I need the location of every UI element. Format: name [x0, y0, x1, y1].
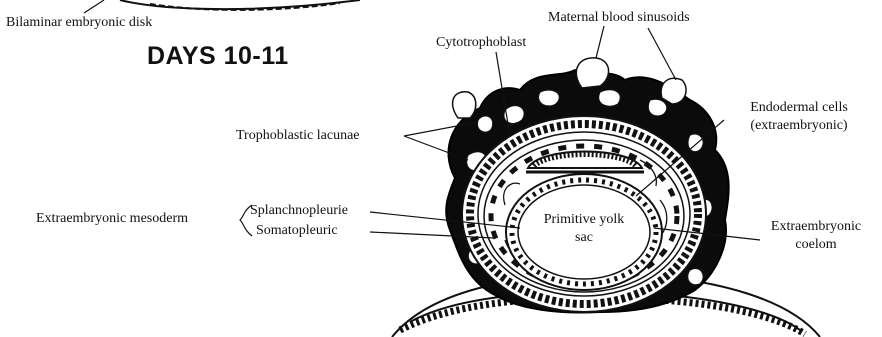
- page-title: DAYS 10-11: [147, 42, 289, 71]
- maternal-sinusoid: [453, 92, 476, 118]
- lacuna: [477, 116, 493, 132]
- label-somatopleuric: Somatopleuric: [256, 223, 338, 239]
- leader-bilaminar: [84, 0, 104, 13]
- label-trophoblastic-lacunae: Trophoblastic lacunae: [236, 128, 360, 144]
- label-primitive-yolk: Primitive yolk: [506, 212, 662, 228]
- label-endodermal-cells: Endodermal cells: [724, 100, 874, 116]
- label-maternal-blood-sinusoids: Maternal blood sinusoids: [548, 10, 690, 26]
- lacuna: [538, 90, 559, 106]
- label-yolk-sac: sac: [506, 230, 662, 246]
- label-bilaminar-embryonic-disk: Bilaminar embryonic disk: [6, 15, 152, 31]
- label-endodermal-extraembryonic: (extraembryonic): [724, 118, 874, 134]
- label-splanchnopleurie: Splanchnopleurie: [250, 203, 348, 219]
- maternal-sinusoid: [661, 78, 686, 104]
- label-extraembryonic-mesoderm: Extraembryonic mesoderm: [36, 211, 188, 227]
- lacuna: [688, 268, 704, 285]
- label-extraembryonic-coelom-1: Extraembryonic: [756, 219, 876, 235]
- label-cytotrophoblast: Cytotrophoblast: [436, 35, 526, 51]
- label-extraembryonic-coelom-2: coelom: [756, 237, 876, 253]
- maternal-sinusoid: [576, 58, 608, 88]
- leader-maternal-2: [648, 28, 676, 80]
- lacuna: [599, 90, 621, 107]
- lacuna: [648, 99, 667, 116]
- leader-maternal-1: [596, 26, 604, 58]
